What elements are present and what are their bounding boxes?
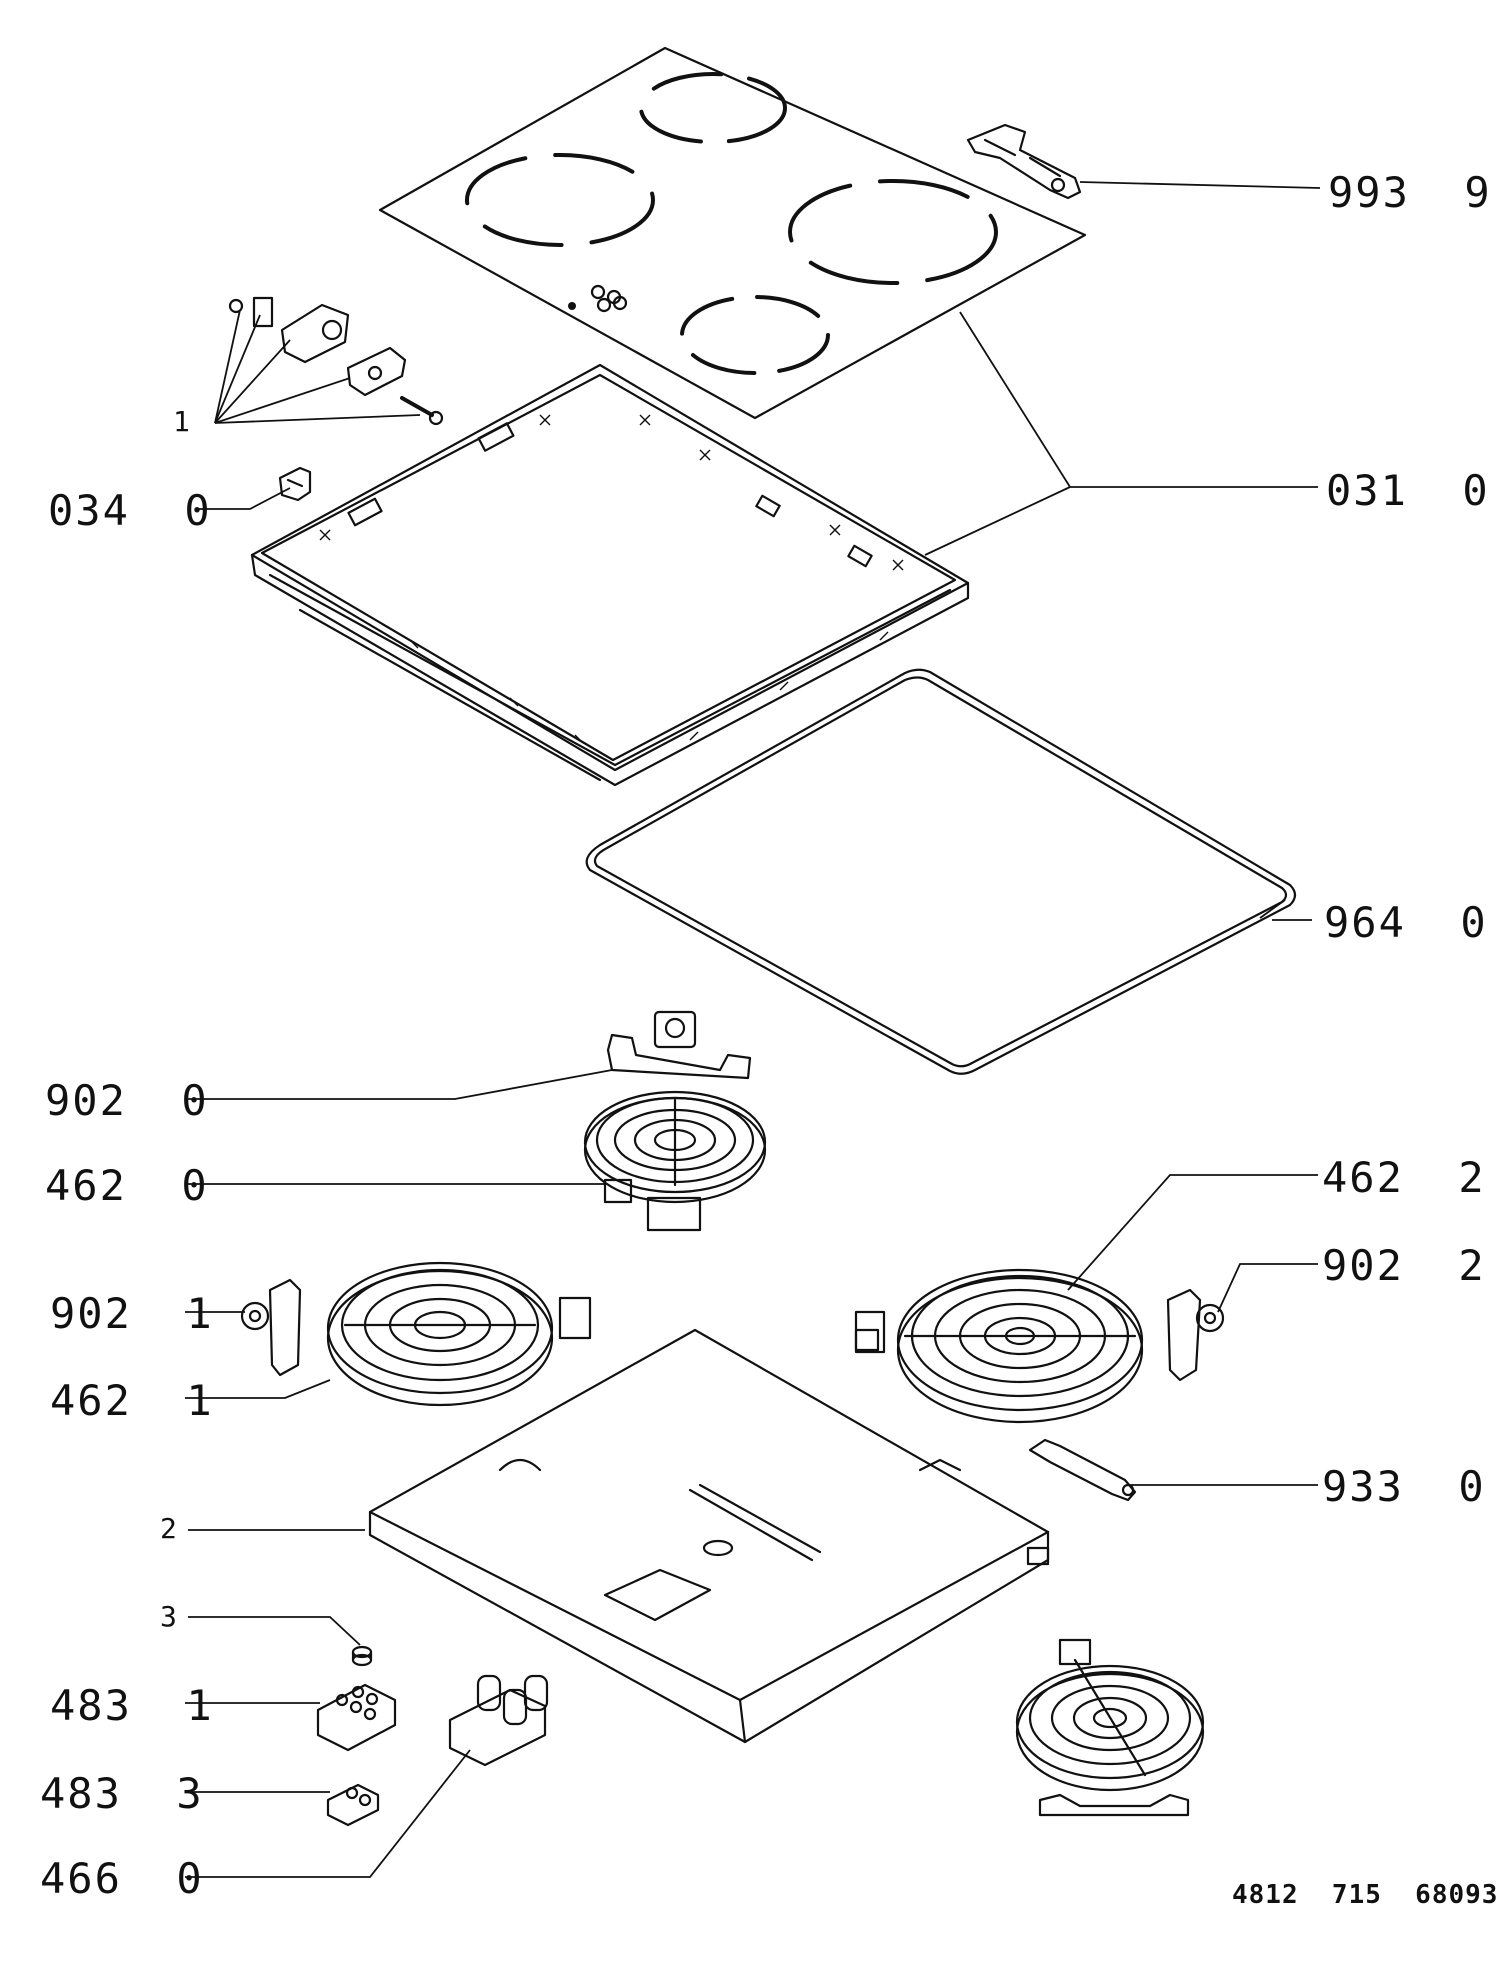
heating-element-left-part xyxy=(326,1261,592,1407)
leader-lines xyxy=(185,181,1321,1878)
cooktop-frame-part xyxy=(250,363,970,787)
heating-element-right-part xyxy=(854,1268,1144,1424)
label-1: 1 xyxy=(173,405,190,438)
label-466-0: 466 0 xyxy=(40,1854,204,1903)
label-462-0: 462 0 xyxy=(45,1161,209,1210)
label-993-9: 993 9 xyxy=(1328,168,1492,217)
heating-element-bottom-part xyxy=(1015,1638,1205,1817)
bracket-right-part xyxy=(1166,1288,1225,1382)
label-902-1: 902 1 xyxy=(50,1289,214,1338)
label-933-0: 933 0 xyxy=(1322,1462,1486,1511)
glass-cooktop-part xyxy=(378,46,1087,420)
base-tray-part xyxy=(368,1328,1050,1744)
label-902-0: 902 0 xyxy=(45,1076,209,1125)
clip-part xyxy=(278,466,312,502)
control-plate-part xyxy=(966,123,1082,200)
label-034-0: 034 0 xyxy=(48,486,212,535)
label-462-2: 462 2 xyxy=(1322,1153,1486,1202)
heating-element-top-part xyxy=(583,1090,767,1232)
bracket-top-part xyxy=(606,1010,752,1080)
knob-part xyxy=(351,1645,373,1667)
label-483-1: 483 1 xyxy=(50,1681,214,1730)
document-number: 4812 715 68093 xyxy=(1232,1880,1499,1910)
label-2: 2 xyxy=(160,1512,177,1545)
bracket-left-part xyxy=(240,1278,302,1377)
label-3: 3 xyxy=(160,1600,177,1633)
fixing-kit-part xyxy=(228,296,444,426)
label-902-2: 902 2 xyxy=(1322,1241,1486,1290)
small-terminal-part xyxy=(326,1783,380,1827)
terminal-block-part xyxy=(316,1683,397,1752)
sensor-part xyxy=(1028,1438,1137,1502)
switch-part xyxy=(448,1674,549,1767)
label-462-1: 462 1 xyxy=(50,1376,214,1425)
label-031-0: 031 0 xyxy=(1326,466,1490,515)
label-964-0: 964 0 xyxy=(1324,898,1488,947)
label-483-3: 483 3 xyxy=(40,1769,204,1818)
